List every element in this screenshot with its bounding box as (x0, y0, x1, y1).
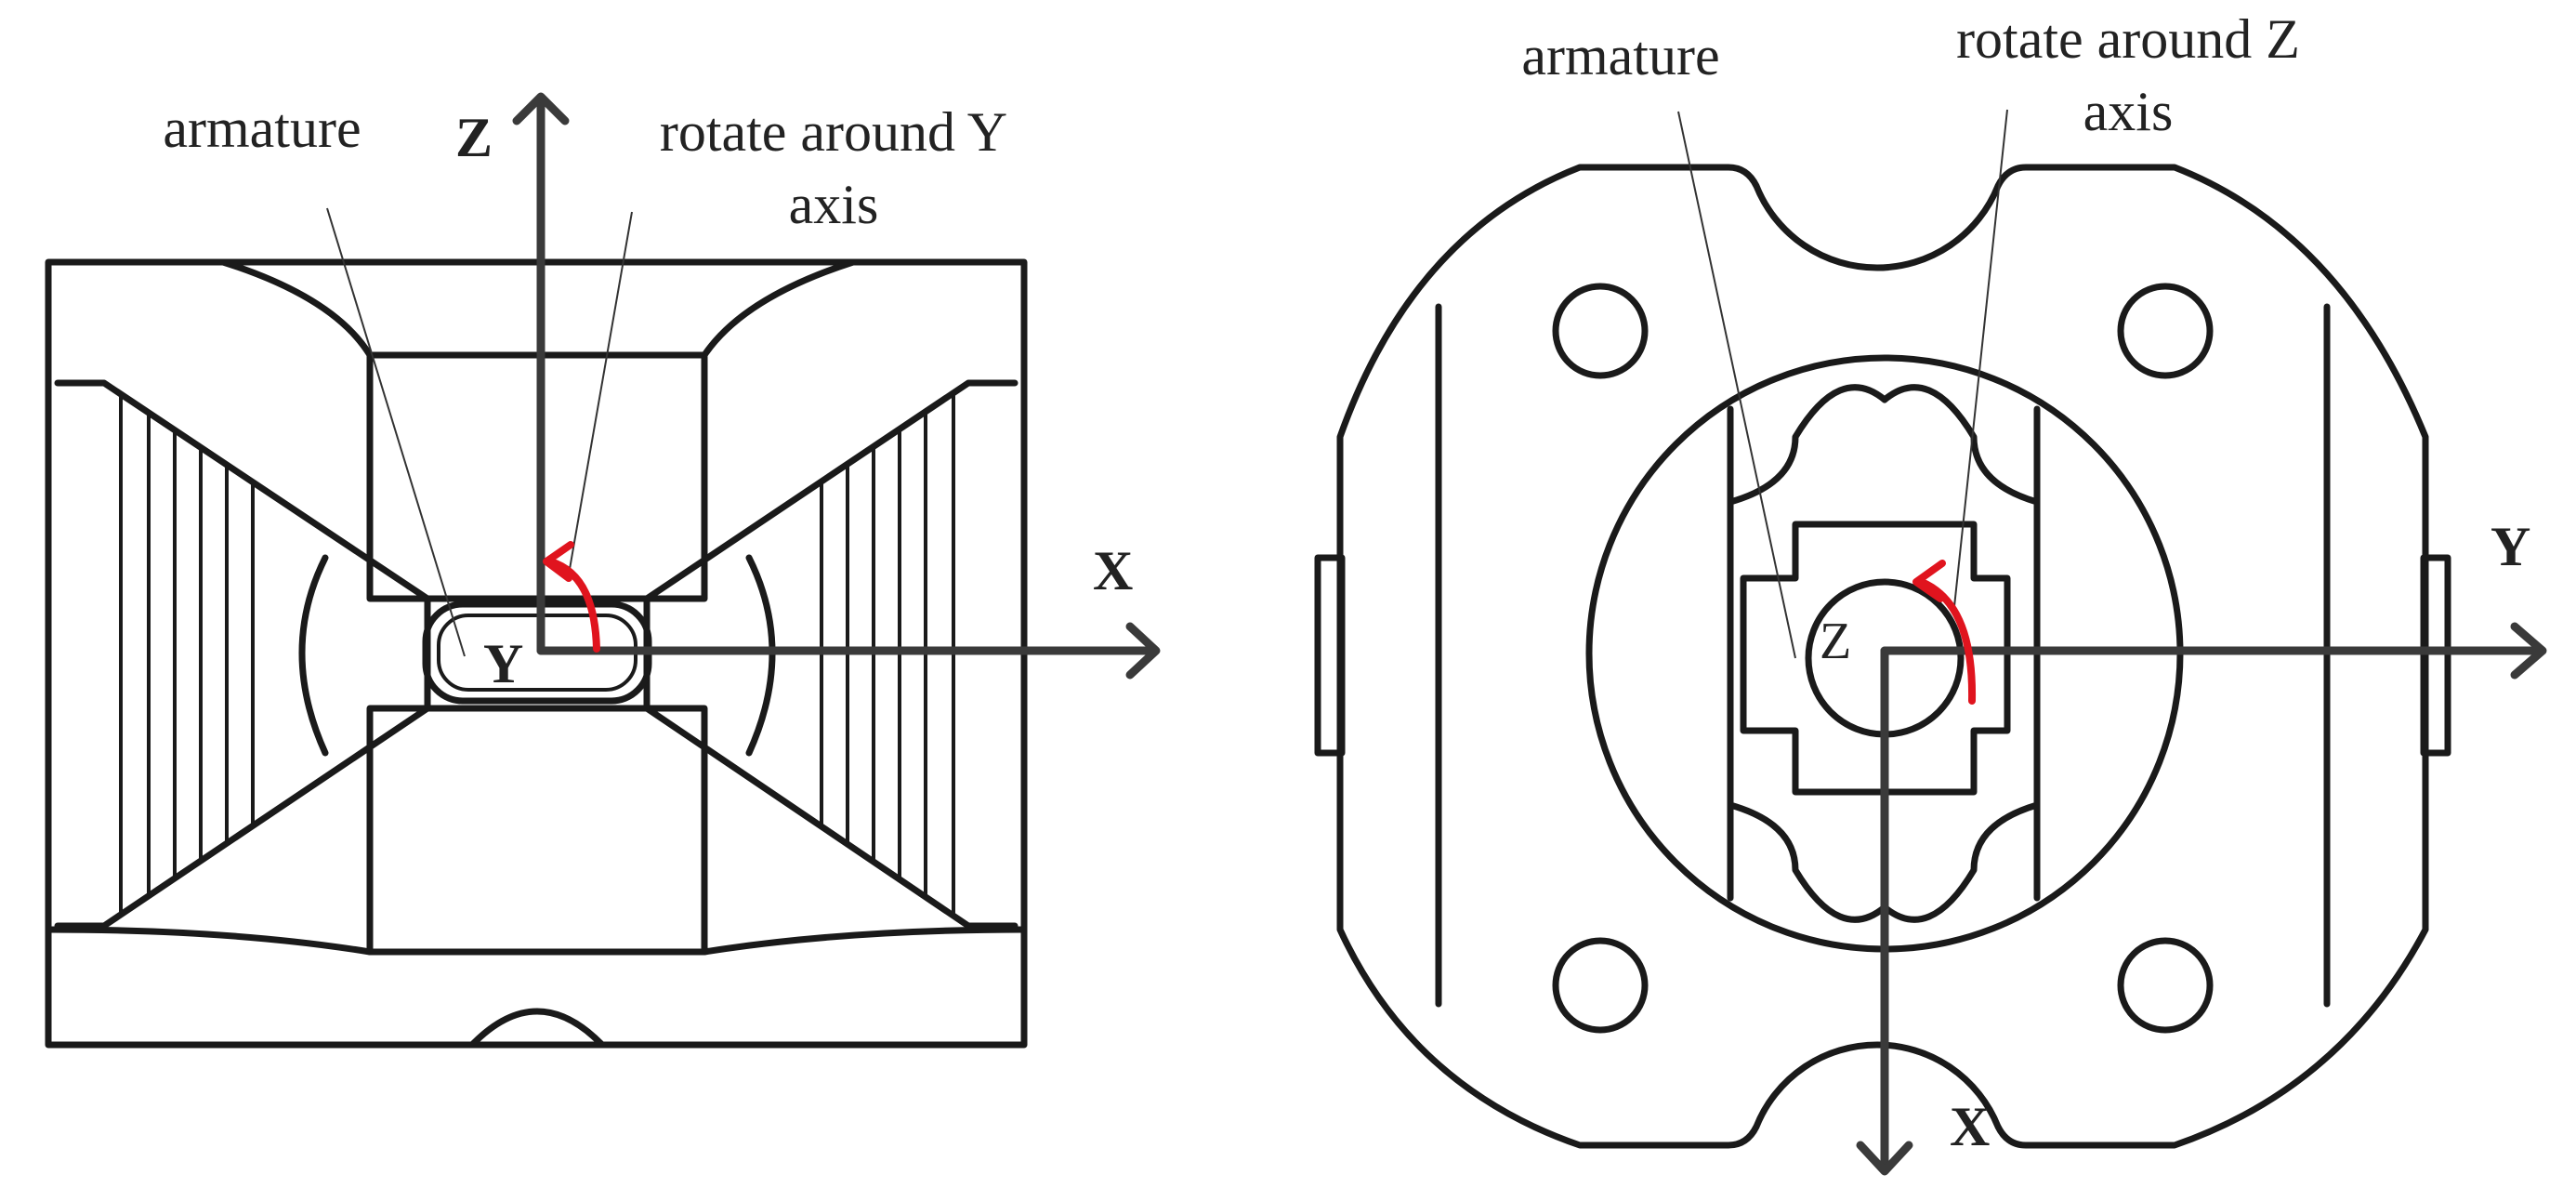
left-axis-z-label: Z (455, 107, 493, 168)
right-view: armature rotate around Z axis Y X Z (1314, 8, 2547, 1176)
right-rotation-arrowhead (1912, 560, 1946, 602)
right-origin-label: Z (1820, 613, 1851, 670)
right-x-arrowhead (1856, 1141, 1913, 1176)
left-waist-arc-left (298, 554, 329, 757)
right-armature-leader (1677, 111, 1796, 659)
left-z-arrowhead (512, 92, 570, 125)
left-armature-leader (326, 207, 466, 657)
left-bottom-bump (468, 1008, 606, 1049)
left-hatching-left (119, 395, 255, 914)
right-axis-y-label: Y (2491, 516, 2530, 577)
right-side-tab-right (2420, 554, 2451, 757)
right-side-tab-left (1314, 554, 1346, 757)
left-armature-label: armature (163, 98, 361, 159)
left-upper-left-curve (219, 258, 374, 359)
left-upper-right-curve (701, 258, 857, 359)
left-axis-x-label: X (1093, 540, 1133, 601)
right-hole-top-right (2117, 283, 2214, 379)
right-lobed-pole (1727, 384, 2041, 923)
left-bottom-band (45, 926, 1028, 956)
right-rotate-label-line1: rotate around Z (1956, 8, 2300, 70)
left-rotate-label-line2: axis (789, 174, 879, 235)
right-armature (1740, 521, 2011, 796)
right-rotate-leader (1952, 109, 2008, 616)
left-rotate-leader (568, 211, 633, 575)
left-origin-label: Y (483, 633, 523, 694)
right-hole-bottom-right (2117, 937, 2214, 1034)
left-x-arrowhead (1125, 622, 1161, 680)
right-axis-x-label: X (1950, 1096, 1990, 1157)
left-waist-arc-right (745, 554, 776, 757)
left-rotate-label-line1: rotate around Y (660, 101, 1007, 163)
left-view: armature rotate around Y axis Z X Y (45, 92, 1161, 1049)
right-rotation-arrow (1918, 578, 1977, 705)
right-hole-bottom-left (1552, 937, 1649, 1034)
left-lower-block (366, 705, 708, 956)
right-outer-body (1336, 164, 2429, 1149)
right-y-arrowhead (2510, 622, 2547, 680)
left-rotation-arrow (546, 558, 600, 653)
left-rotation-arrowhead (543, 541, 574, 582)
right-rotate-label-line2: axis (2083, 81, 2174, 142)
right-armature-label: armature (1521, 25, 1719, 86)
right-hole-top-left (1552, 283, 1649, 379)
